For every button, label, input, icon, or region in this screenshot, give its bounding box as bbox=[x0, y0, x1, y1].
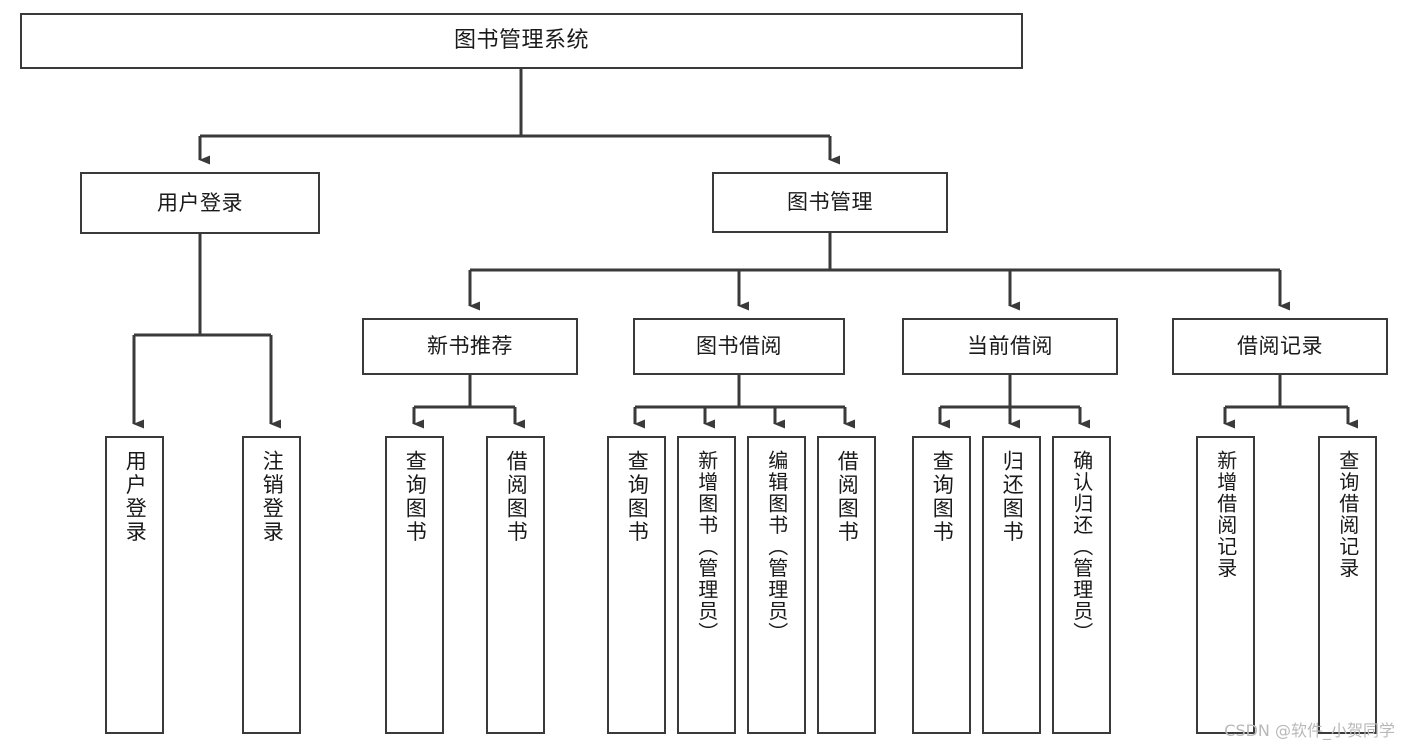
node-label: 图书管理系统 bbox=[453, 28, 589, 54]
node-label: 查询借阅记录 bbox=[1335, 450, 1360, 579]
node-root-system[interactable]: 图书管理系统 bbox=[20, 13, 1023, 69]
leaf-query-book-new[interactable]: 查询图书 bbox=[385, 436, 444, 734]
leaf-add-book-admin[interactable]: 新增图书（管理员） bbox=[677, 436, 736, 734]
leaf-query-book-borrow[interactable]: 查询图书 bbox=[607, 436, 666, 734]
leaf-user-login[interactable]: 用户登录 bbox=[105, 436, 164, 734]
node-current-borrow[interactable]: 当前借阅 bbox=[902, 318, 1118, 375]
leaf-borrow-book-new[interactable]: 借阅图书 bbox=[486, 436, 545, 734]
node-label: 用户登录 bbox=[123, 450, 148, 544]
leaf-query-borrow-record[interactable]: 查询借阅记录 bbox=[1318, 436, 1377, 734]
node-label: 图书管理 bbox=[787, 190, 873, 215]
leaf-return-book[interactable]: 归还图书 bbox=[982, 436, 1041, 734]
node-label: 确认归还（管理员） bbox=[1069, 450, 1094, 644]
node-label: 用户登录 bbox=[157, 190, 243, 215]
node-label: 编辑图书（管理员） bbox=[764, 450, 789, 644]
node-book-management[interactable]: 图书管理 bbox=[712, 172, 948, 233]
node-label: 图书借阅 bbox=[696, 334, 782, 359]
node-label: 借阅记录 bbox=[1237, 334, 1323, 359]
node-borrow-record[interactable]: 借阅记录 bbox=[1172, 318, 1388, 375]
leaf-borrow-book[interactable]: 借阅图书 bbox=[817, 436, 876, 734]
node-label: 查询图书 bbox=[930, 450, 955, 544]
node-label: 查询图书 bbox=[625, 450, 650, 544]
leaf-add-borrow-record[interactable]: 新增借阅记录 bbox=[1196, 436, 1255, 734]
node-label: 查询图书 bbox=[403, 450, 428, 544]
leaf-edit-book-admin[interactable]: 编辑图书（管理员） bbox=[747, 436, 806, 734]
node-label: 借阅图书 bbox=[504, 450, 529, 544]
node-label: 新增图书（管理员） bbox=[694, 450, 719, 644]
node-label: 注销登录 bbox=[260, 450, 285, 544]
node-label: 借阅图书 bbox=[835, 450, 860, 544]
node-label: 新增借阅记录 bbox=[1213, 450, 1238, 579]
node-new-book-recommend[interactable]: 新书推荐 bbox=[362, 318, 578, 375]
node-book-borrow[interactable]: 图书借阅 bbox=[633, 318, 845, 375]
node-label: 新书推荐 bbox=[427, 334, 513, 359]
csdn-watermark: CSDN @软件_小贺同学 bbox=[1224, 721, 1395, 740]
node-label: 归还图书 bbox=[1000, 450, 1025, 544]
leaf-confirm-return-admin[interactable]: 确认归还（管理员） bbox=[1052, 436, 1111, 734]
node-label: 当前借阅 bbox=[967, 334, 1053, 359]
node-user-login[interactable]: 用户登录 bbox=[80, 172, 320, 234]
leaf-logout[interactable]: 注销登录 bbox=[242, 436, 301, 734]
leaf-query-book-current[interactable]: 查询图书 bbox=[912, 436, 971, 734]
